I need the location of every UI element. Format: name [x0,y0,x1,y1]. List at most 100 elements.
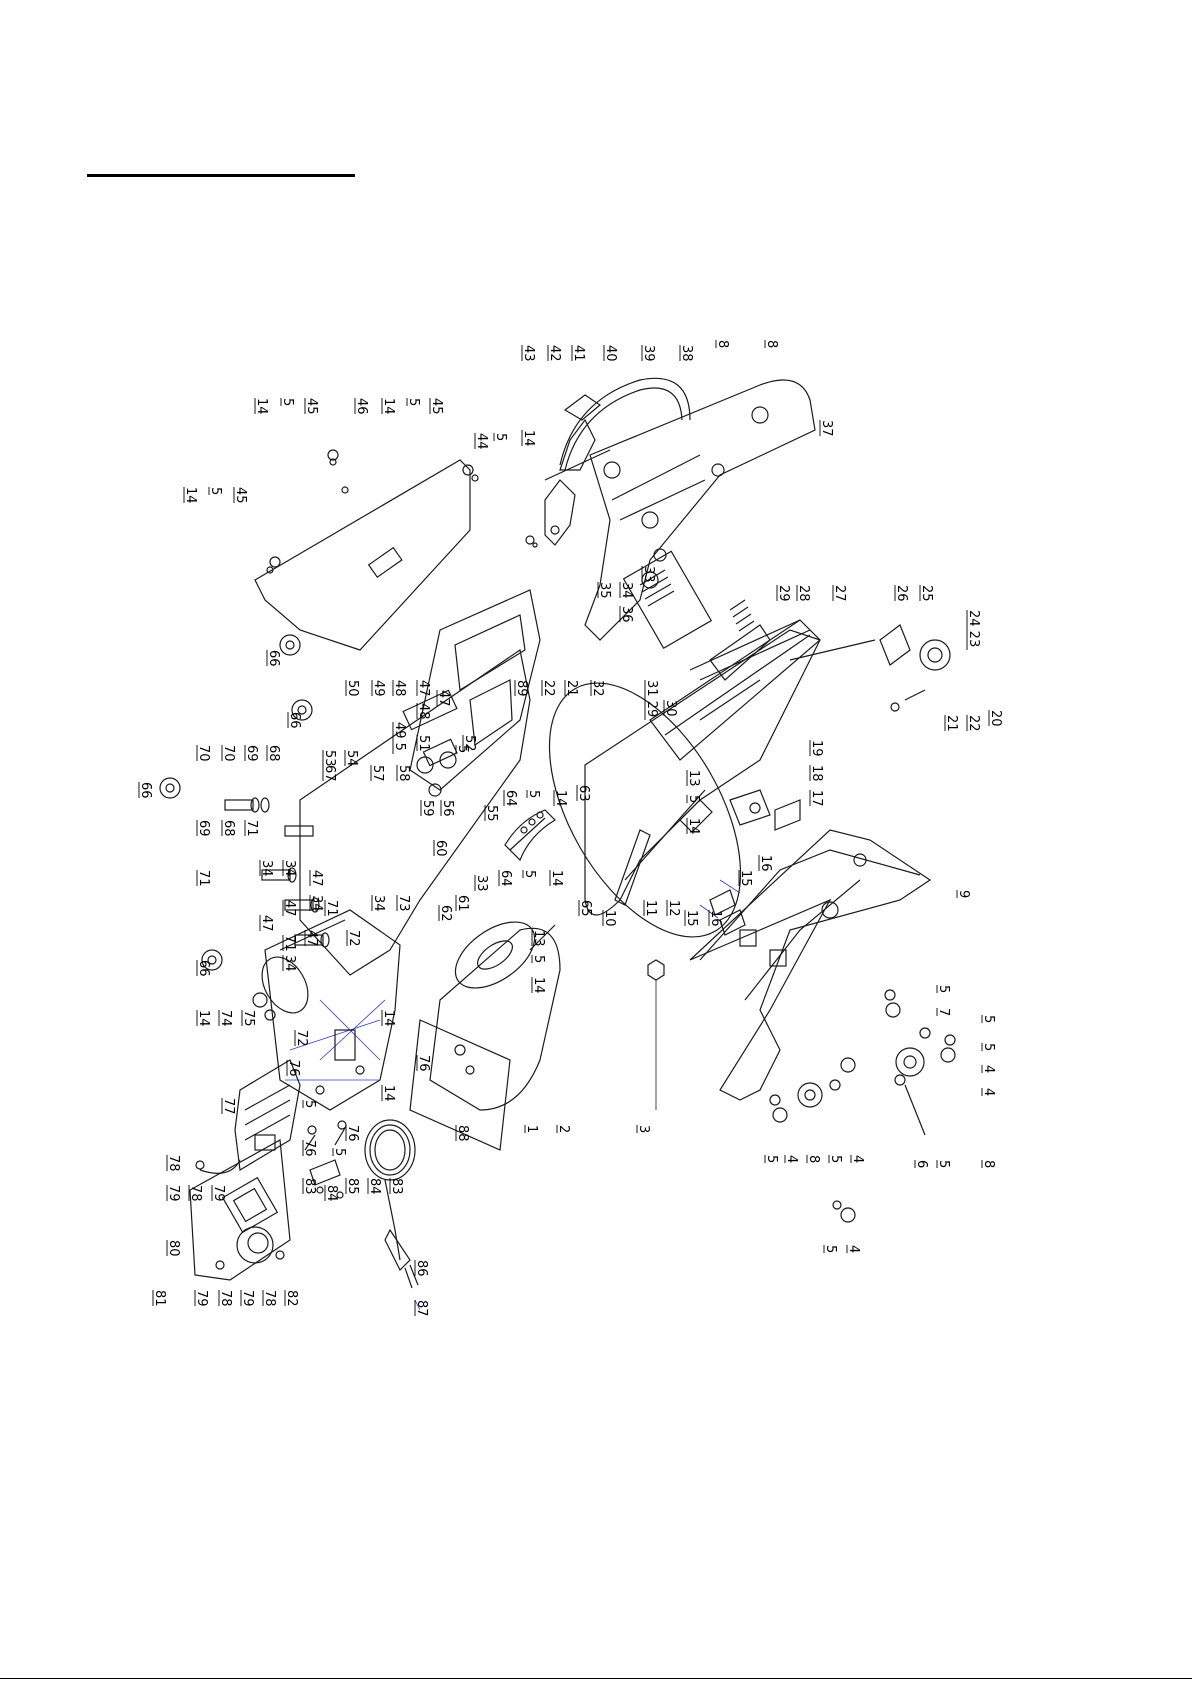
callout-label: 57 [370,765,385,782]
callout-label: 6 [914,1160,929,1168]
callout-label-text: 88 [455,1125,470,1142]
callout-label-text: 32 [590,680,605,697]
callout-label-text: 79 [194,1290,209,1307]
callout-label: 24 23 [966,610,981,650]
callout-label: 79 [166,1185,181,1202]
callout-label: 17 [809,790,824,807]
callout-label: 8 [806,1155,821,1163]
callout-label-text: 5 [208,487,223,495]
callout-label: 4 [850,1155,865,1163]
callout-label-text: 21 [564,680,579,697]
callout-label-text: 28 [796,585,811,602]
callout-label: 5 [406,398,421,406]
small-screws-top [266,449,538,574]
callout-label: 4 [981,1065,996,1073]
callout-label-text: 4 [784,1155,799,1163]
callout-label-text: 47 [436,690,451,707]
callout-label-text: 27 [832,585,847,602]
callout-label: 47 [259,915,274,932]
callout-label-text: 14 [531,977,546,994]
callout-label: 83 [302,1178,317,1195]
callout-label: 63 [576,785,591,802]
callout-label: 75 [241,1010,256,1027]
callout-label-text: 5 [406,398,421,406]
callout-label-text: 17 [809,790,824,807]
callout-label-text: 5 [280,398,295,406]
callout-label: 31 29 [644,680,659,720]
callout-label-text: 79 [240,1290,255,1307]
callout-label: 14 [381,1085,396,1102]
callout-label: 35 [597,582,612,599]
callout-label: 60 [433,840,448,857]
callout-label-text: 43 [521,345,536,362]
callout-label: 48 [416,703,431,720]
callout-label: 47 [416,680,431,697]
callout-label-text: 71 [196,870,211,887]
callout-label-text: 13 [531,930,546,947]
callout-label: 34 [259,860,274,877]
callout-label-text: 5 [686,795,701,803]
base-u-frame [689,829,932,1101]
callout-label-text: 16 [758,855,773,872]
callout-label-text: 5 [526,790,541,798]
bolts-68-71 [224,797,330,948]
callout-label-text: 8 [715,340,730,348]
callout-label-text: 34 [619,582,634,599]
callout-label-text: 2 [556,1125,571,1133]
callout-label-text: 47 [309,870,324,887]
callout-label: 40 [603,345,618,362]
callout-label: 64 [503,790,518,807]
callout-label: 41 [571,345,586,362]
callout-label-text: 20 [988,710,1003,727]
callout-label: 14 [381,398,396,415]
callout-label-text: 14 [183,487,198,504]
callout-label: 47 [309,870,324,887]
callout-label-text: 22 [541,680,556,697]
callout-label: 5 [280,398,295,406]
callout-label-text: 14 [521,430,536,447]
callout-label-text: 79 [166,1185,181,1202]
callout-label-text: 15 [684,910,699,927]
callout-label: 66 [138,782,153,799]
callout-label: 13 [686,770,701,787]
callout-label-text: 61 [455,895,470,912]
callout-label-text: 83 [302,1178,317,1195]
callout-label: 49 5 [392,722,407,754]
callout-label-text: 76 [286,1060,301,1077]
callout-label-text: 67 [322,765,337,782]
callout-label: 46 [354,398,369,415]
callout-label: 5 [686,795,701,803]
callout-label: 8 [715,340,730,348]
callout-label: 22 [966,715,981,732]
callout-label: 11 [643,900,658,917]
callout-label: 14 [381,1010,396,1027]
callout-label: 68 [266,745,281,762]
callout-label: 5 [332,1148,347,1156]
callout-label: 76 [286,1060,301,1077]
callout-label-text: 53 [322,750,337,767]
callout-label-text: 51 [416,735,431,752]
callout-label: 8 [981,1160,996,1168]
callout-label: 5 [522,870,537,878]
callout-label-text: 87 [414,1300,429,1317]
callout-label-text: 14 [381,1010,396,1027]
callout-label: 14 [553,790,568,807]
callout-label: 53 [322,750,337,767]
callout-label: 39 [641,345,656,362]
callout-label: 78 [166,1155,181,1172]
callout-label: 72 [294,1030,309,1047]
callout-label-text: 5 [493,433,508,441]
callout-label: 45 [233,487,248,504]
callout-label: 29 [776,585,791,602]
callout-label-text: 48 [392,680,407,697]
callout-label: 56 [440,800,455,817]
callout-label-text: 78 [262,1290,277,1307]
callout-label-text: 5 [981,1043,996,1051]
callout-label-text: 68 [221,820,236,837]
callout-label-text: 78 [188,1185,203,1202]
callout-label-text: 14 [686,818,701,835]
callout-label: 47 [304,930,319,947]
callout-label-text: 5 [531,955,546,963]
callout-label: 27 [832,585,847,602]
